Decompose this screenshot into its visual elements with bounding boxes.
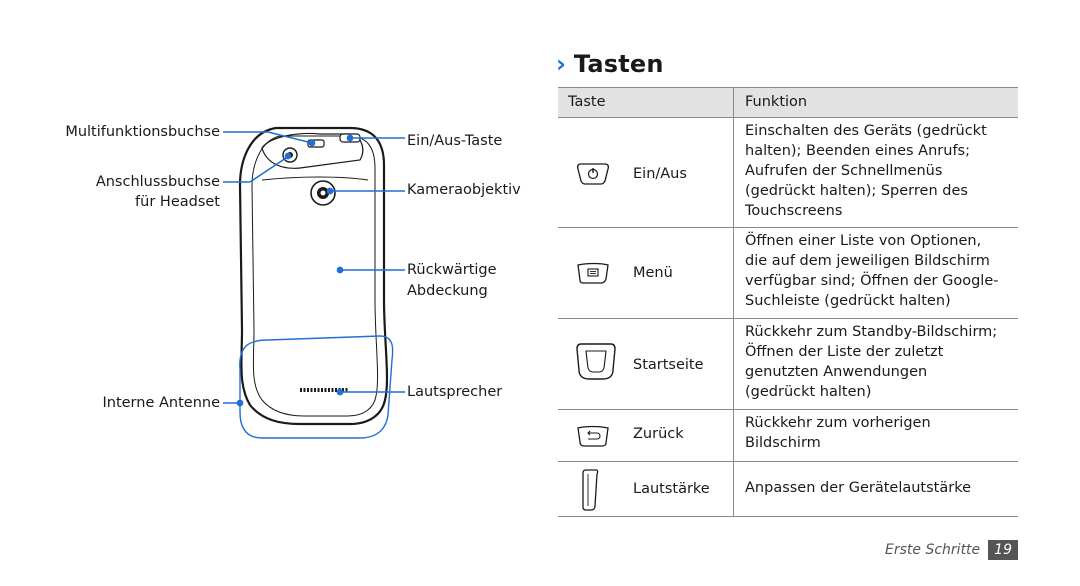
label-headset-jack-1: Anschlussbuchse [95,174,220,190]
table-row-menu: Menü Öffnen einer Liste von Optionen, di… [558,228,1018,319]
label-headset-jack-2: für Headset [135,194,220,210]
table-row-power: Ein/Aus Einschalten des Geräts (gedrückt… [558,118,1018,228]
header-function: Funktion [745,94,808,110]
phone-inner-outline [251,135,379,417]
power-key-icon [576,163,610,185]
chapter-label: Erste Schritte [885,542,981,558]
function-text: Öffnen einer Liste von Optionen, die auf… [745,233,999,309]
function-text: Einschalten des Geräts (gedrückt halten)… [745,123,987,219]
function-text: Rückkehr zum Standby-Bildschirm; Öffnen … [745,324,998,400]
label-power-key: Ein/Aus-Taste [407,133,503,149]
table-row-back: Zurück Rückkehr zum vorherigen Bildschir… [558,410,1018,462]
key-name: Ein/Aus [633,166,687,182]
label-camera-lens: Kameraobjektiv [407,182,521,198]
volume-key-icon [582,469,599,511]
top-panel [261,132,364,169]
menu-key-icon [577,262,609,284]
keys-table: Taste Funktion Ein/Aus Einschalten des G… [558,87,1018,517]
label-back-cover-1: Rückwärtige [407,262,497,278]
section-heading: › Tasten [556,50,664,78]
home-key-icon [576,343,616,380]
label-internal-antenna: Interne Antenne [102,395,220,411]
key-name: Zurück [633,426,684,442]
phone-diagram [223,126,405,439]
phone-body [238,126,389,426]
header-key: Taste [558,88,734,117]
key-name: Lautstärke [633,481,710,497]
key-name: Startseite [633,357,704,373]
page-footer: Erste Schritte 19 [885,540,1018,560]
function-text: Anpassen der Gerätelautstärke [745,480,972,496]
table-row-volume: Lautstärke Anpassen der Gerätelautstärke [558,462,1018,517]
table-row-home: Startseite Rückkehr zum Standby-Bildschi… [558,319,1018,410]
label-speaker: Lautsprecher [407,384,503,400]
label-multifunction-jack: Multifunktionsbuchse [65,124,220,140]
label-back-cover-2: Abdeckung [407,283,488,299]
back-key-icon [577,425,609,447]
page-number: 19 [988,540,1018,560]
phone-back-illustration: Multifunktionsbuchse Anschlussbuchse für… [65,124,521,439]
section-title: Tasten [573,50,664,78]
key-name: Menü [633,265,673,281]
chevron-right-icon: › [556,50,566,78]
antenna-area-outline [239,335,394,439]
function-text: Rückkehr zum vorherigen Bildschirm [745,415,931,451]
table-header: Taste Funktion [558,87,1018,118]
